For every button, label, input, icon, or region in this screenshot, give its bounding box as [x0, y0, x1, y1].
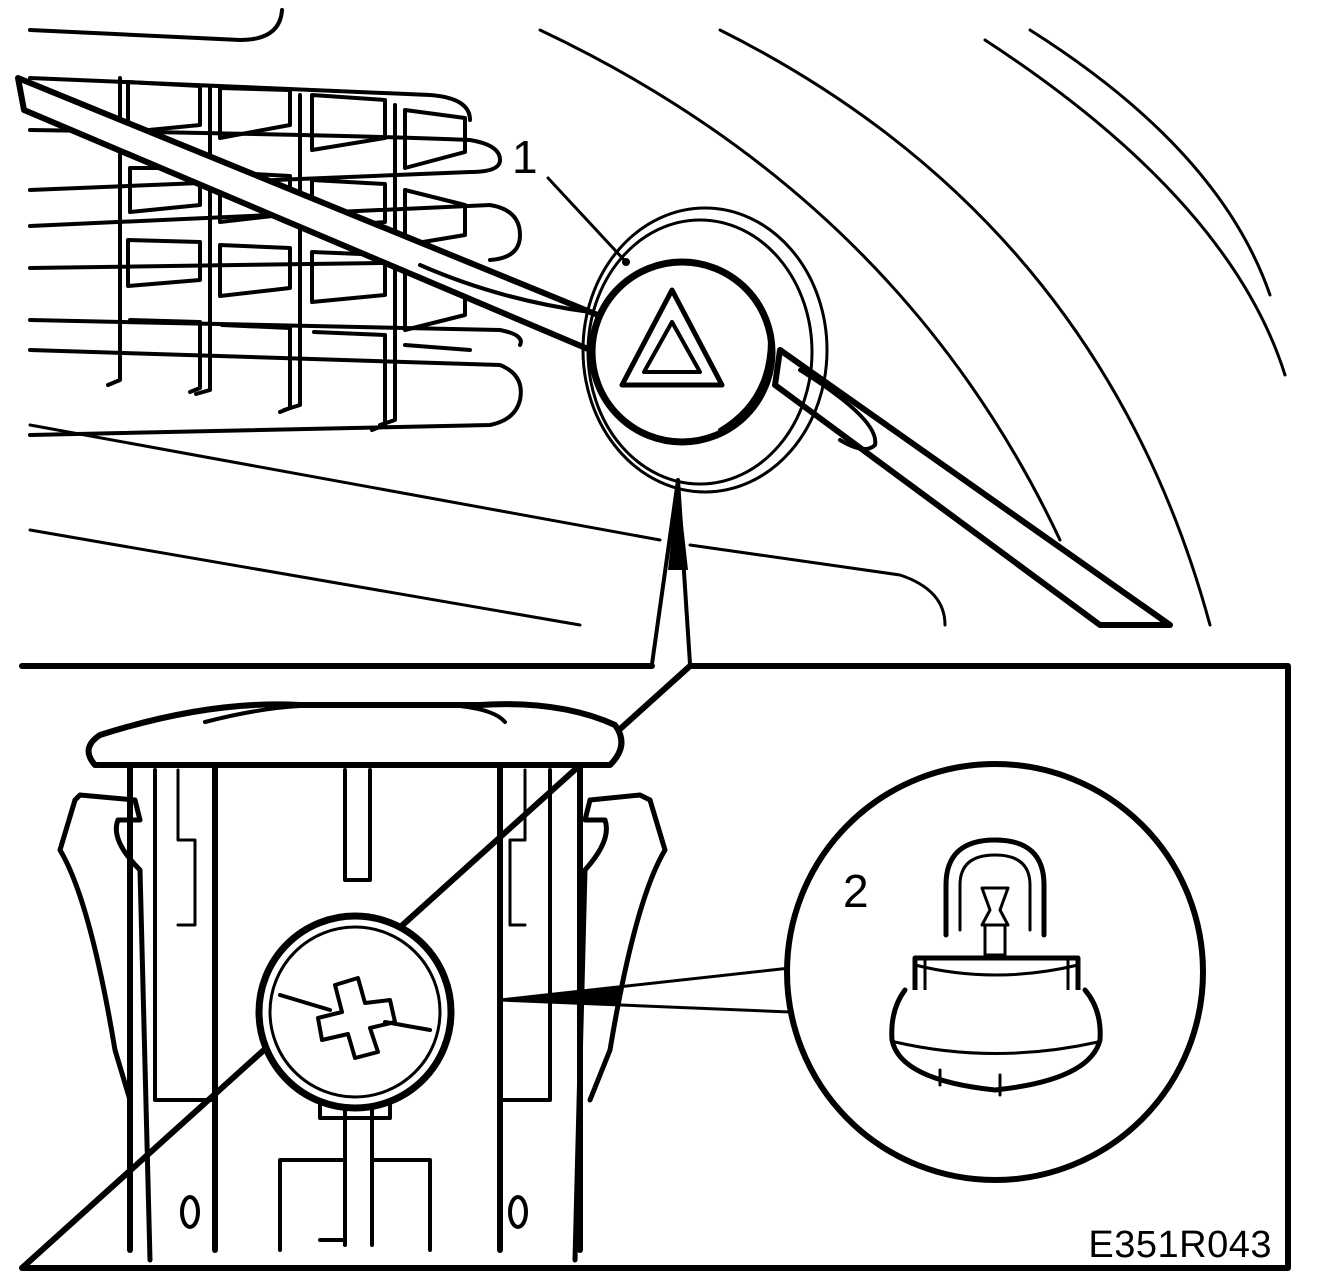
callout-2-leader [498, 966, 792, 1014]
switch-housing [57, 701, 668, 1263]
detail-box [19, 663, 1291, 1271]
hazard-triangle-icon [619, 287, 725, 388]
dashboard-contours [28, 28, 1287, 627]
bulb-icon [889, 837, 1103, 1097]
air-vent-grille [28, 8, 523, 437]
callout-1-leader [546, 176, 628, 264]
screwdriver [15, 75, 1173, 628]
figure-code: E351R043 [1088, 1224, 1272, 1266]
callout-1-dot [622, 258, 630, 266]
callout-label-2: 2 [843, 865, 869, 917]
upper-view [15, 8, 1287, 628]
callout-label-1: 1 [512, 131, 538, 183]
bulb-holder-screw [255, 912, 455, 1120]
detail-pointer [650, 478, 692, 666]
hazard-warning-switch [581, 206, 829, 494]
bulb-detail [784, 761, 1206, 1183]
